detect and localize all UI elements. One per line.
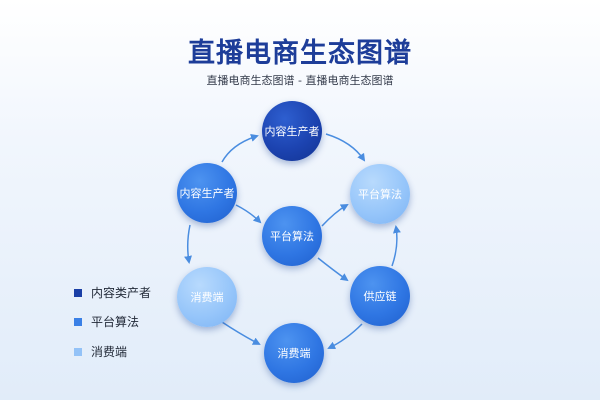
legend-item-content-producer: 内容类产者 xyxy=(74,284,151,301)
legend-swatch xyxy=(74,288,82,297)
node-label: 平台算法 xyxy=(358,188,402,201)
arrow-center-to-right-bottom xyxy=(317,257,349,282)
arrow-top-to-right-top xyxy=(325,133,366,162)
node-label: 内容生产者 xyxy=(179,187,235,200)
node-platform-algorithm-right[interactable]: 平台算法 xyxy=(350,164,410,224)
node-content-producer-left[interactable]: 内容生产者 xyxy=(177,163,237,223)
legend-item-consumer: 消费端 xyxy=(74,343,127,360)
legend-swatch xyxy=(74,317,82,326)
arrow-left-to-center xyxy=(235,204,262,224)
node-label: 内容生产者 xyxy=(264,125,320,138)
legend-label: 消费端 xyxy=(91,345,128,359)
page-subtitle: 直播电商生态图谱 - 直播电商生态图谱 xyxy=(206,74,394,87)
arrow-right-bottom-to-bottom xyxy=(327,323,363,350)
legend-item-platform-algorithm: 平台算法 xyxy=(74,313,139,330)
legend-label: 内容类产者 xyxy=(91,286,152,300)
node-supply-chain[interactable]: 供应链 xyxy=(350,266,410,326)
node-consumer-left[interactable]: 消费端 xyxy=(177,267,237,327)
arrow-left-bottom-to-bottom xyxy=(221,321,261,345)
node-consumer-bottom[interactable]: 消费端 xyxy=(264,323,324,383)
node-label: 供应链 xyxy=(363,290,397,303)
page-title: 直播电商生态图谱 xyxy=(188,38,412,69)
arrow-left-to-top xyxy=(221,134,259,163)
legend-swatch xyxy=(74,347,82,356)
arrow-center-to-right-top xyxy=(321,203,349,227)
node-content-producer-top[interactable]: 内容生产者 xyxy=(262,101,322,161)
node-platform-algorithm-center[interactable]: 平台算法 xyxy=(262,206,322,266)
arrow-right-bottom-to-right-top xyxy=(391,225,401,267)
node-label: 消费端 xyxy=(190,291,224,304)
node-label: 平台算法 xyxy=(270,230,314,243)
node-label: 消费端 xyxy=(277,347,311,360)
legend-label: 平台算法 xyxy=(91,315,140,329)
arrow-left-to-left-bottom xyxy=(184,224,192,264)
